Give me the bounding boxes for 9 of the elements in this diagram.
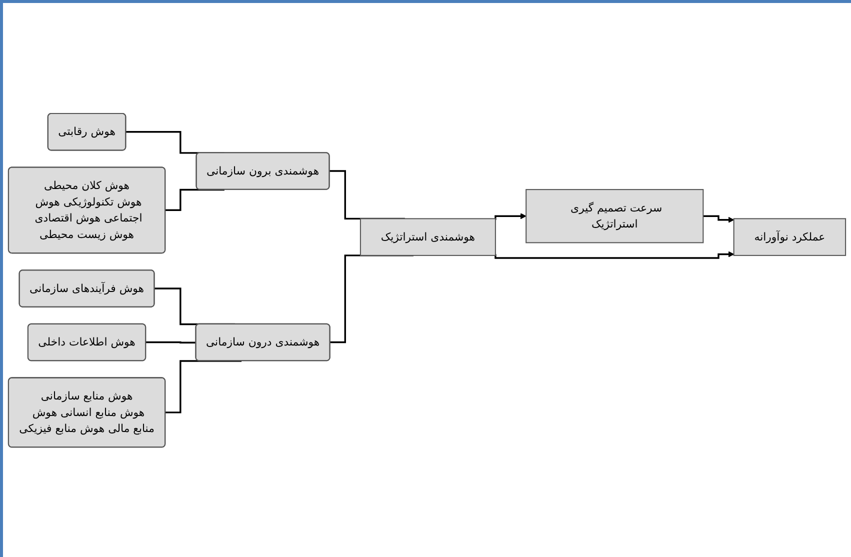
connector [164, 360, 242, 414]
arrow [494, 250, 734, 259]
node-box: عملکرد نوآورانه [733, 218, 846, 256]
connector [145, 341, 196, 344]
arrow [702, 214, 734, 223]
node-box: سرعت تصمیم گیری استراتژیک [526, 188, 704, 243]
arrow [494, 212, 526, 220]
connector [164, 188, 224, 211]
node-box: هوشمندی استراتژیک [360, 218, 496, 256]
